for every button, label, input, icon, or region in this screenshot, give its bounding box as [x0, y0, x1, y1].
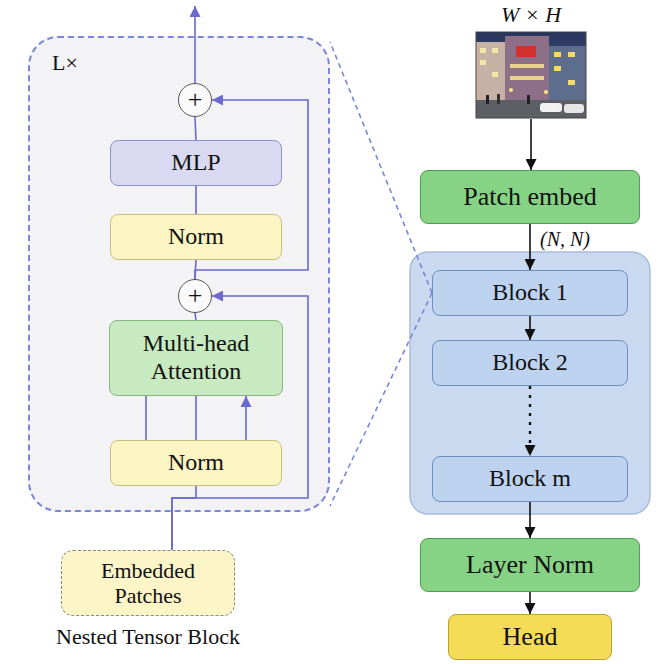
photo-lights [510, 76, 544, 80]
block-box: Block 1 [432, 270, 628, 316]
image-size: W × H [481, 2, 581, 28]
photo-window [480, 48, 486, 53]
node-text: Norm [168, 449, 224, 477]
node-text: Patch embed [463, 182, 597, 212]
node-text: L× [52, 50, 78, 75]
photo-window [554, 66, 561, 71]
node-text: Layer Norm [466, 550, 594, 580]
node-text: Block 2 [492, 349, 567, 377]
blocks-region [410, 252, 650, 514]
norm-box: Norm [110, 214, 282, 260]
photo-person [527, 95, 530, 104]
node-text: Norm [168, 223, 224, 251]
flow-arrow [195, 186, 197, 214]
node-text: + [188, 85, 203, 115]
patch-embed-box: Patch embed [420, 170, 640, 224]
mlp-box: MLP [110, 140, 282, 186]
photo-window [492, 48, 498, 53]
photo-car [540, 103, 562, 112]
zoom-line [330, 42, 432, 293]
photo-building [549, 46, 586, 104]
input-arrow [530, 119, 532, 170]
flow-arrow [195, 117, 196, 140]
node-text: Block 1 [492, 279, 567, 307]
flow-arrow [529, 592, 531, 614]
block-box: Block m [432, 456, 628, 502]
node-text: Embedded Patches [72, 558, 224, 609]
token-shape: (N, N) [540, 228, 640, 251]
sum-circle: + [178, 279, 212, 313]
flow-arrow [146, 396, 246, 440]
photo-window [568, 52, 575, 57]
node-text: Multi-head Attention [120, 330, 272, 385]
layer-norm-box: Layer Norm [420, 538, 640, 592]
output-arrow [194, 6, 196, 83]
input-box: Embedded Patches [61, 550, 235, 616]
flow-arrow [529, 224, 531, 270]
photo-car [564, 104, 584, 113]
zoom-line [330, 293, 432, 506]
photo-sky [476, 32, 586, 118]
photo-building [476, 42, 506, 104]
panel-ground [28, 36, 330, 512]
photo-lamp [544, 90, 548, 94]
photo-lamp [509, 88, 513, 92]
photo-person [497, 94, 500, 104]
photo-lights [510, 64, 544, 68]
street-photo [476, 32, 586, 118]
attention-box: Multi-head Attention [109, 320, 283, 396]
node-text: Head [503, 622, 558, 652]
photo-building [505, 36, 549, 104]
node-text: + [188, 281, 203, 311]
block-box: Block 2 [432, 340, 628, 386]
photo-window [554, 52, 561, 57]
node-text: Block m [489, 465, 571, 493]
photo-sign [516, 46, 536, 57]
node-text: MLP [171, 149, 220, 177]
photo-street [476, 100, 586, 118]
flow-arrow [195, 313, 196, 320]
photo-frame [476, 32, 586, 118]
flow-arrow [529, 386, 531, 456]
sum-circle: + [178, 83, 212, 117]
flow-arrow [172, 486, 196, 550]
head-box: Head [448, 614, 612, 660]
photo-window [492, 72, 498, 77]
flow-arrow [529, 316, 531, 340]
norm-box: Norm [110, 440, 282, 486]
photo-person [486, 95, 489, 104]
photo-window [480, 60, 486, 65]
photo-window [568, 80, 575, 85]
module-panel: L×+MLPNorm+Multi-head AttentionNorm [28, 36, 330, 512]
flow-arrow [529, 502, 531, 538]
block-caption: Nested Tensor Block [28, 624, 268, 650]
